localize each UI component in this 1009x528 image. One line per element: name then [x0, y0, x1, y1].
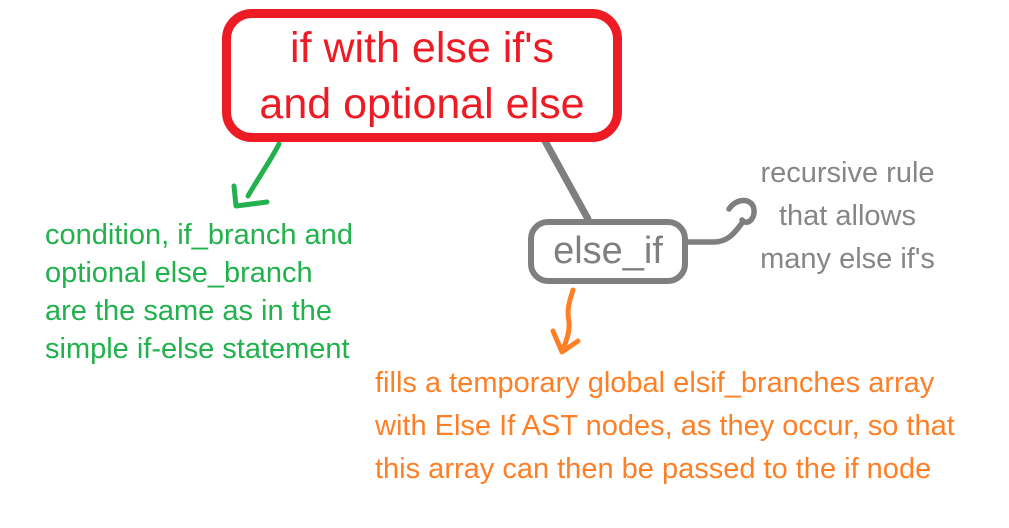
note-line: that allows: [778, 200, 916, 232]
green-arrow-shaft: [245, 141, 282, 199]
note-line: many else if's: [760, 243, 935, 275]
note-line: this array can then be passed to the if …: [375, 453, 932, 485]
note-line: with Else If AST nodes, as they occur, s…: [375, 410, 955, 442]
else-if-label: else_if: [553, 230, 663, 272]
note-green-condition: condition, if_branch and optional else_b…: [45, 216, 353, 368]
green-arrow-head-icon: [231, 183, 270, 209]
note-line: simple if-else statement: [45, 333, 350, 365]
note-orange-elsif-branches: fills a temporary global elsif_branches …: [375, 362, 955, 491]
node-if-with-else-ifs: if with else if's and optional else: [222, 9, 622, 142]
note-line: are the same as in the: [45, 295, 332, 327]
root-node-line-2: and optional else: [259, 79, 585, 128]
node-else-if: else_if: [528, 219, 688, 284]
root-node-line-1: if with else if's: [290, 23, 554, 72]
orange-arrow-head-icon: [550, 328, 581, 355]
tree-connector-line: [541, 137, 592, 223]
note-line: condition, if_branch and: [45, 219, 353, 251]
note-gray-recursive-rule: recursive rule that allows many else if'…: [740, 152, 955, 281]
orange-arrow-shaft: [559, 287, 576, 354]
curl-arrow-shaft: [684, 220, 745, 245]
note-line: recursive rule: [760, 157, 935, 189]
note-line: fills a temporary global elsif_branches …: [375, 367, 935, 399]
note-line: optional else_branch: [45, 257, 313, 289]
